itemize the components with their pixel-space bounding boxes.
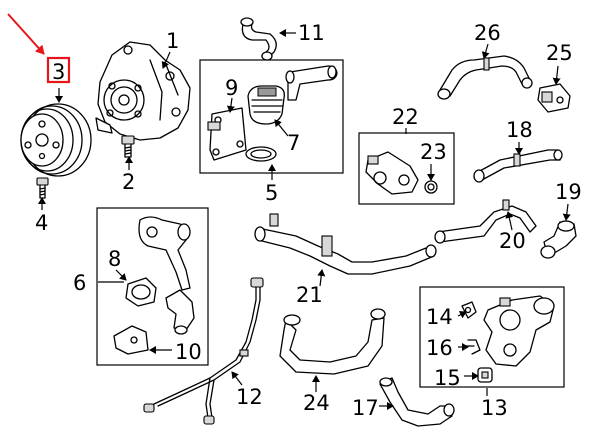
pipe-part-21	[254, 213, 437, 275]
highlight-arrow	[7, 13, 45, 55]
highlight-box	[46, 56, 71, 84]
leader-lines	[38, 29, 571, 410]
callout-12[interactable]: 12	[236, 385, 263, 409]
callout-1[interactable]: 1	[166, 29, 179, 53]
outlet-housing-part-22	[365, 151, 419, 195]
callout-26[interactable]: 26	[474, 21, 501, 45]
sensor-part-25	[537, 83, 571, 113]
callout-18[interactable]: 18	[506, 118, 533, 142]
thermostat-assembly-parts-5	[207, 65, 338, 162]
callout-labels: 1 2 3 4 5 6 7 8 9 10 11 12 13 14 15 16 1…	[35, 21, 582, 420]
callout-20[interactable]: 20	[499, 229, 526, 253]
group-box-6	[96, 207, 209, 366]
callout-8[interactable]: 8	[108, 247, 121, 271]
callout-24[interactable]: 24	[303, 391, 330, 415]
water-outlet-assembly-part-13	[483, 295, 555, 367]
highlight-callout-3	[7, 13, 71, 84]
callout-9[interactable]: 9	[225, 76, 238, 100]
hose-lower-part-6	[165, 289, 195, 335]
hose-part-26	[437, 55, 533, 100]
pulley-part-3	[20, 103, 92, 177]
callout-25[interactable]: 25	[546, 41, 573, 65]
clip-part-16	[465, 339, 481, 355]
hose-part-24	[279, 308, 386, 375]
callout-15[interactable]: 15	[434, 366, 461, 390]
callout-10[interactable]: 10	[175, 340, 202, 364]
group-box-13	[419, 286, 565, 388]
water-pump-part-1	[95, 41, 191, 141]
callout-16[interactable]: 16	[426, 336, 453, 360]
callout-21[interactable]: 21	[296, 283, 323, 307]
hose-part-19	[540, 220, 577, 259]
connector-part-15	[477, 367, 493, 383]
callout-19[interactable]: 19	[555, 180, 582, 204]
bracket-part-10	[113, 325, 149, 355]
callout-4[interactable]: 4	[35, 211, 48, 235]
pipe-part-20	[434, 199, 537, 244]
callout-6[interactable]: 6	[73, 271, 86, 295]
bolt-part-4	[36, 177, 49, 199]
callout-22[interactable]: 22	[392, 105, 419, 129]
valve-part-8	[125, 277, 157, 307]
callout-11[interactable]: 11	[298, 21, 325, 45]
clip-part-14	[461, 301, 477, 319]
callout-5[interactable]: 5	[265, 181, 278, 205]
wiring-harness-part-12	[143, 277, 264, 425]
gasket-part-23	[424, 180, 438, 194]
hose-part-18	[473, 149, 563, 183]
hose-part-11	[240, 17, 277, 61]
callout-17[interactable]: 17	[352, 396, 379, 420]
callout-14[interactable]: 14	[426, 305, 453, 329]
bolt-part-2	[121, 135, 135, 158]
callout-13[interactable]: 13	[481, 396, 508, 420]
callout-3[interactable]: 3	[52, 60, 65, 84]
callout-7[interactable]: 7	[287, 131, 300, 155]
coolant-pipe-assembly-parts-6	[138, 216, 191, 291]
callout-23[interactable]: 23	[420, 140, 447, 164]
hose-part-17	[379, 377, 455, 427]
callout-2[interactable]: 2	[122, 170, 135, 194]
